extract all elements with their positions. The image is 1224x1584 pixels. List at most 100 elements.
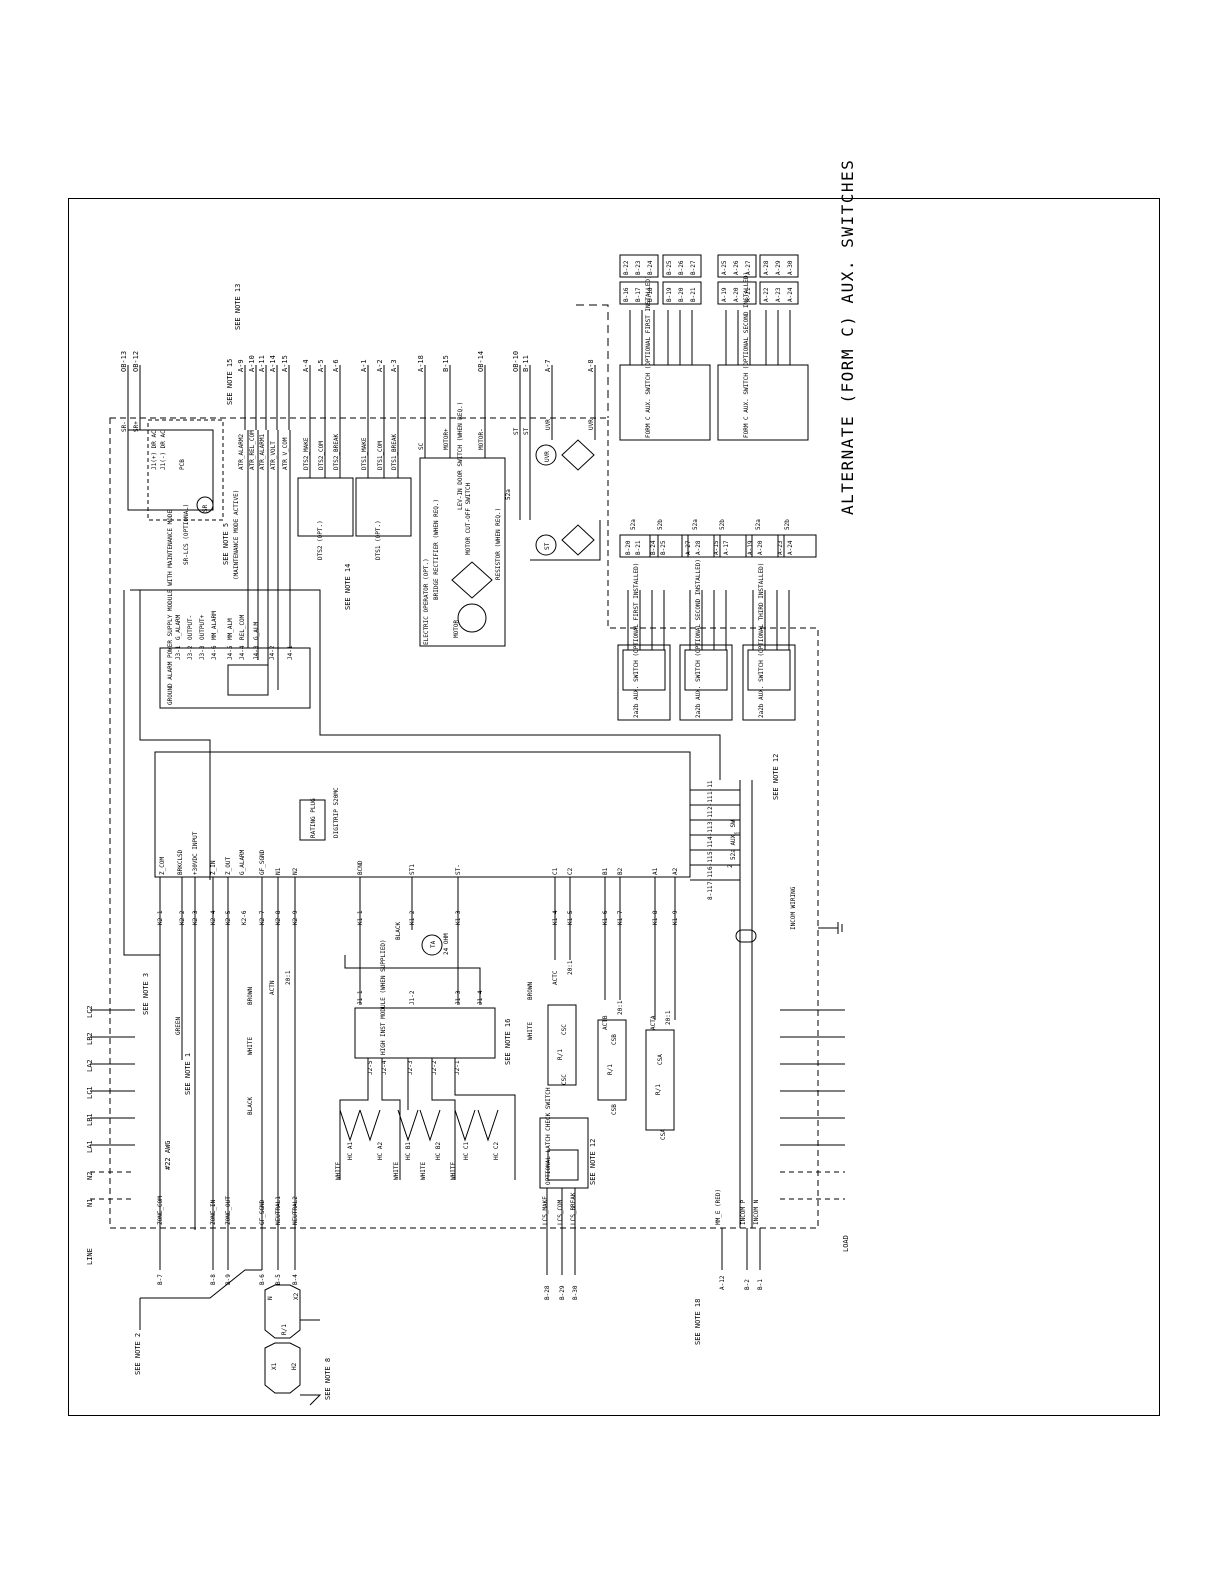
schematic-label: K1-8 <box>652 910 659 925</box>
schematic-label: LA2 <box>86 1059 94 1072</box>
pcb-box <box>147 419 224 521</box>
schematic-label: 52a <box>755 519 762 530</box>
schematic-label: ATR_ALARM2 <box>238 433 245 470</box>
schematic-label: K2-4 <box>210 910 217 925</box>
schematic-label: DTS1_BREAK <box>391 433 398 470</box>
schematic-label: K2-3 <box>192 910 199 925</box>
schematic-label: 52a <box>692 519 699 530</box>
csa-box <box>645 1029 675 1131</box>
schematic-label: MOTOR CUT-OFF SWITCH <box>465 482 472 555</box>
schematic-label: ATR_VOLT <box>270 441 277 470</box>
schematic-label: B-29 <box>559 1285 566 1300</box>
schematic-label: B-23 <box>635 260 642 275</box>
schematic-label: ZONE_IN <box>210 1199 217 1225</box>
schematic-label: MM_ALM <box>227 618 234 640</box>
labels-k: K2-1 K2-2 K2-3 K2-4 K2-5 K2-6 K2-7 K2-8 … <box>157 910 679 955</box>
schematic-label: LB1 <box>86 1113 94 1126</box>
schematic-label: X2 <box>293 1292 300 1300</box>
schematic-label: ST1 <box>409 864 416 875</box>
schematic-label: G_ALARM <box>175 614 182 640</box>
schematic-label: LC1 <box>86 1086 94 1099</box>
schematic-label: DTS2 (OPT.) <box>317 520 324 560</box>
schematic-label: J1-3 <box>455 990 462 1005</box>
diagram-frame <box>68 198 1160 1416</box>
schematic-label: K1-2 <box>409 910 416 925</box>
labels-formc: B-22 B-23 B-24 B-16 B-17 B-18 B-25 B-26 … <box>623 260 794 438</box>
schematic-label: GREEN <box>175 1017 182 1035</box>
schematic-label: J2-2 <box>431 1060 438 1075</box>
schematic-label: A-22 <box>763 287 770 302</box>
label-a3: A-3 <box>390 359 398 372</box>
load-arrows <box>780 1009 845 1200</box>
label-ob10: OB-10 <box>512 351 520 372</box>
schematic-label: TA <box>430 940 437 948</box>
schematic-label: J2-3 <box>407 1060 414 1075</box>
schematic-label: K2-7 <box>259 910 266 925</box>
schematic-label: J4-3 <box>253 645 260 660</box>
schematic-label: GF_SGND <box>259 1199 266 1225</box>
schematic-label: ATR V_COM <box>282 437 289 470</box>
label-a14: A-14 <box>269 355 277 372</box>
diagram-heading: ALTERNATE (FORM C) AUX. SWITCHES <box>838 159 857 515</box>
schematic-label: A-27 <box>745 260 752 275</box>
schematic-label: B-5 <box>275 1274 282 1285</box>
schematic-label: J1(-) DR AC <box>160 430 167 470</box>
dts1-box <box>355 477 412 537</box>
ta-icon <box>421 934 443 956</box>
schematic-label: N2 <box>292 867 299 875</box>
schematic-label: A-15 <box>713 540 720 555</box>
k-leads <box>159 877 676 1230</box>
schematic-label: CSC <box>561 1024 568 1035</box>
schematic-label: N1 <box>86 1199 94 1207</box>
schematic-label: 20:1 <box>285 970 292 985</box>
schematic-label: PCB <box>179 459 186 470</box>
trip-unit-box <box>154 751 691 878</box>
schematic-label: MM_ALARM <box>211 611 218 640</box>
schematic-label: Z_OUT <box>225 857 232 875</box>
schematic-label: BROWN <box>247 987 254 1005</box>
labels-electric-operator: ELECTRIC OPERATOR (OPT.) BRIDGE RECTIFIE… <box>423 402 551 645</box>
schematic-label: B-1 <box>757 1279 764 1290</box>
note-15: SEE NOTE 15 <box>226 359 234 405</box>
schematic-label: (MAINTENANCE MODE ACTIVE) <box>233 490 240 580</box>
schematic-label: SC <box>418 442 425 450</box>
schematic-label: OUTPUT- <box>187 615 194 640</box>
schematic-label: RESISTOR (WHEN REQ.) <box>495 508 502 580</box>
schematic-label: K2-6 <box>241 910 248 925</box>
schematic-label: H2 <box>291 1362 298 1370</box>
schematic-label: LA1 <box>86 1140 94 1153</box>
schematic-label: G_ALM <box>253 622 260 640</box>
note-5: SEE NOTE 5 <box>222 523 230 565</box>
schematic-label: B-24 <box>650 540 657 555</box>
schematic-label: A-25 <box>721 260 728 275</box>
schematic-label: DTS1_COM <box>377 441 384 470</box>
schematic-label: K1-7 <box>617 910 624 925</box>
line-arrows <box>90 1009 135 1200</box>
schematic-label: 1-11 <box>707 780 714 795</box>
schematic-label: CSB <box>611 1034 618 1045</box>
schematic-label: R/1 <box>557 1049 564 1060</box>
labels-trip-unit: RATING PLUG DIGITRIP 520MC Z_COM BRKCLSD… <box>159 780 797 930</box>
schematic-label: 52b <box>657 519 664 530</box>
note-14: SEE NOTE 14 <box>344 564 352 610</box>
schematic-label: DTS2_MAKE <box>303 437 310 470</box>
schematic-label: HC C2 <box>493 1142 500 1160</box>
schematic-label: ACTN <box>269 980 276 995</box>
schematic-label: A1 <box>652 867 659 875</box>
schematic-label: #22 AWG <box>164 1140 172 1170</box>
schematic-label: A-29 <box>775 260 782 275</box>
schematic-label: FORM C AUX. SWITCH (OPTIONAL SECOND INST… <box>743 272 750 438</box>
electric-operator-box <box>419 457 506 647</box>
schematic-label: N2 <box>86 1172 94 1180</box>
schematic-label: A2 <box>672 867 679 875</box>
labels-power-module: GROUND ALARM POWER SUPPLY MODULE WITH MA… <box>167 510 294 705</box>
schematic-label: ZONE_COM <box>157 1196 164 1225</box>
label-a9: A-9 <box>237 359 245 372</box>
csc-box <box>547 1004 577 1086</box>
schematic-label: BRKCLSD <box>177 849 184 875</box>
schematic-label: DIGITRIP 520MC <box>333 787 340 838</box>
schematic-label: A-19 <box>721 287 728 302</box>
schematic-label: K2-8 <box>275 910 282 925</box>
schematic-label: DTS2_COM <box>318 441 325 470</box>
